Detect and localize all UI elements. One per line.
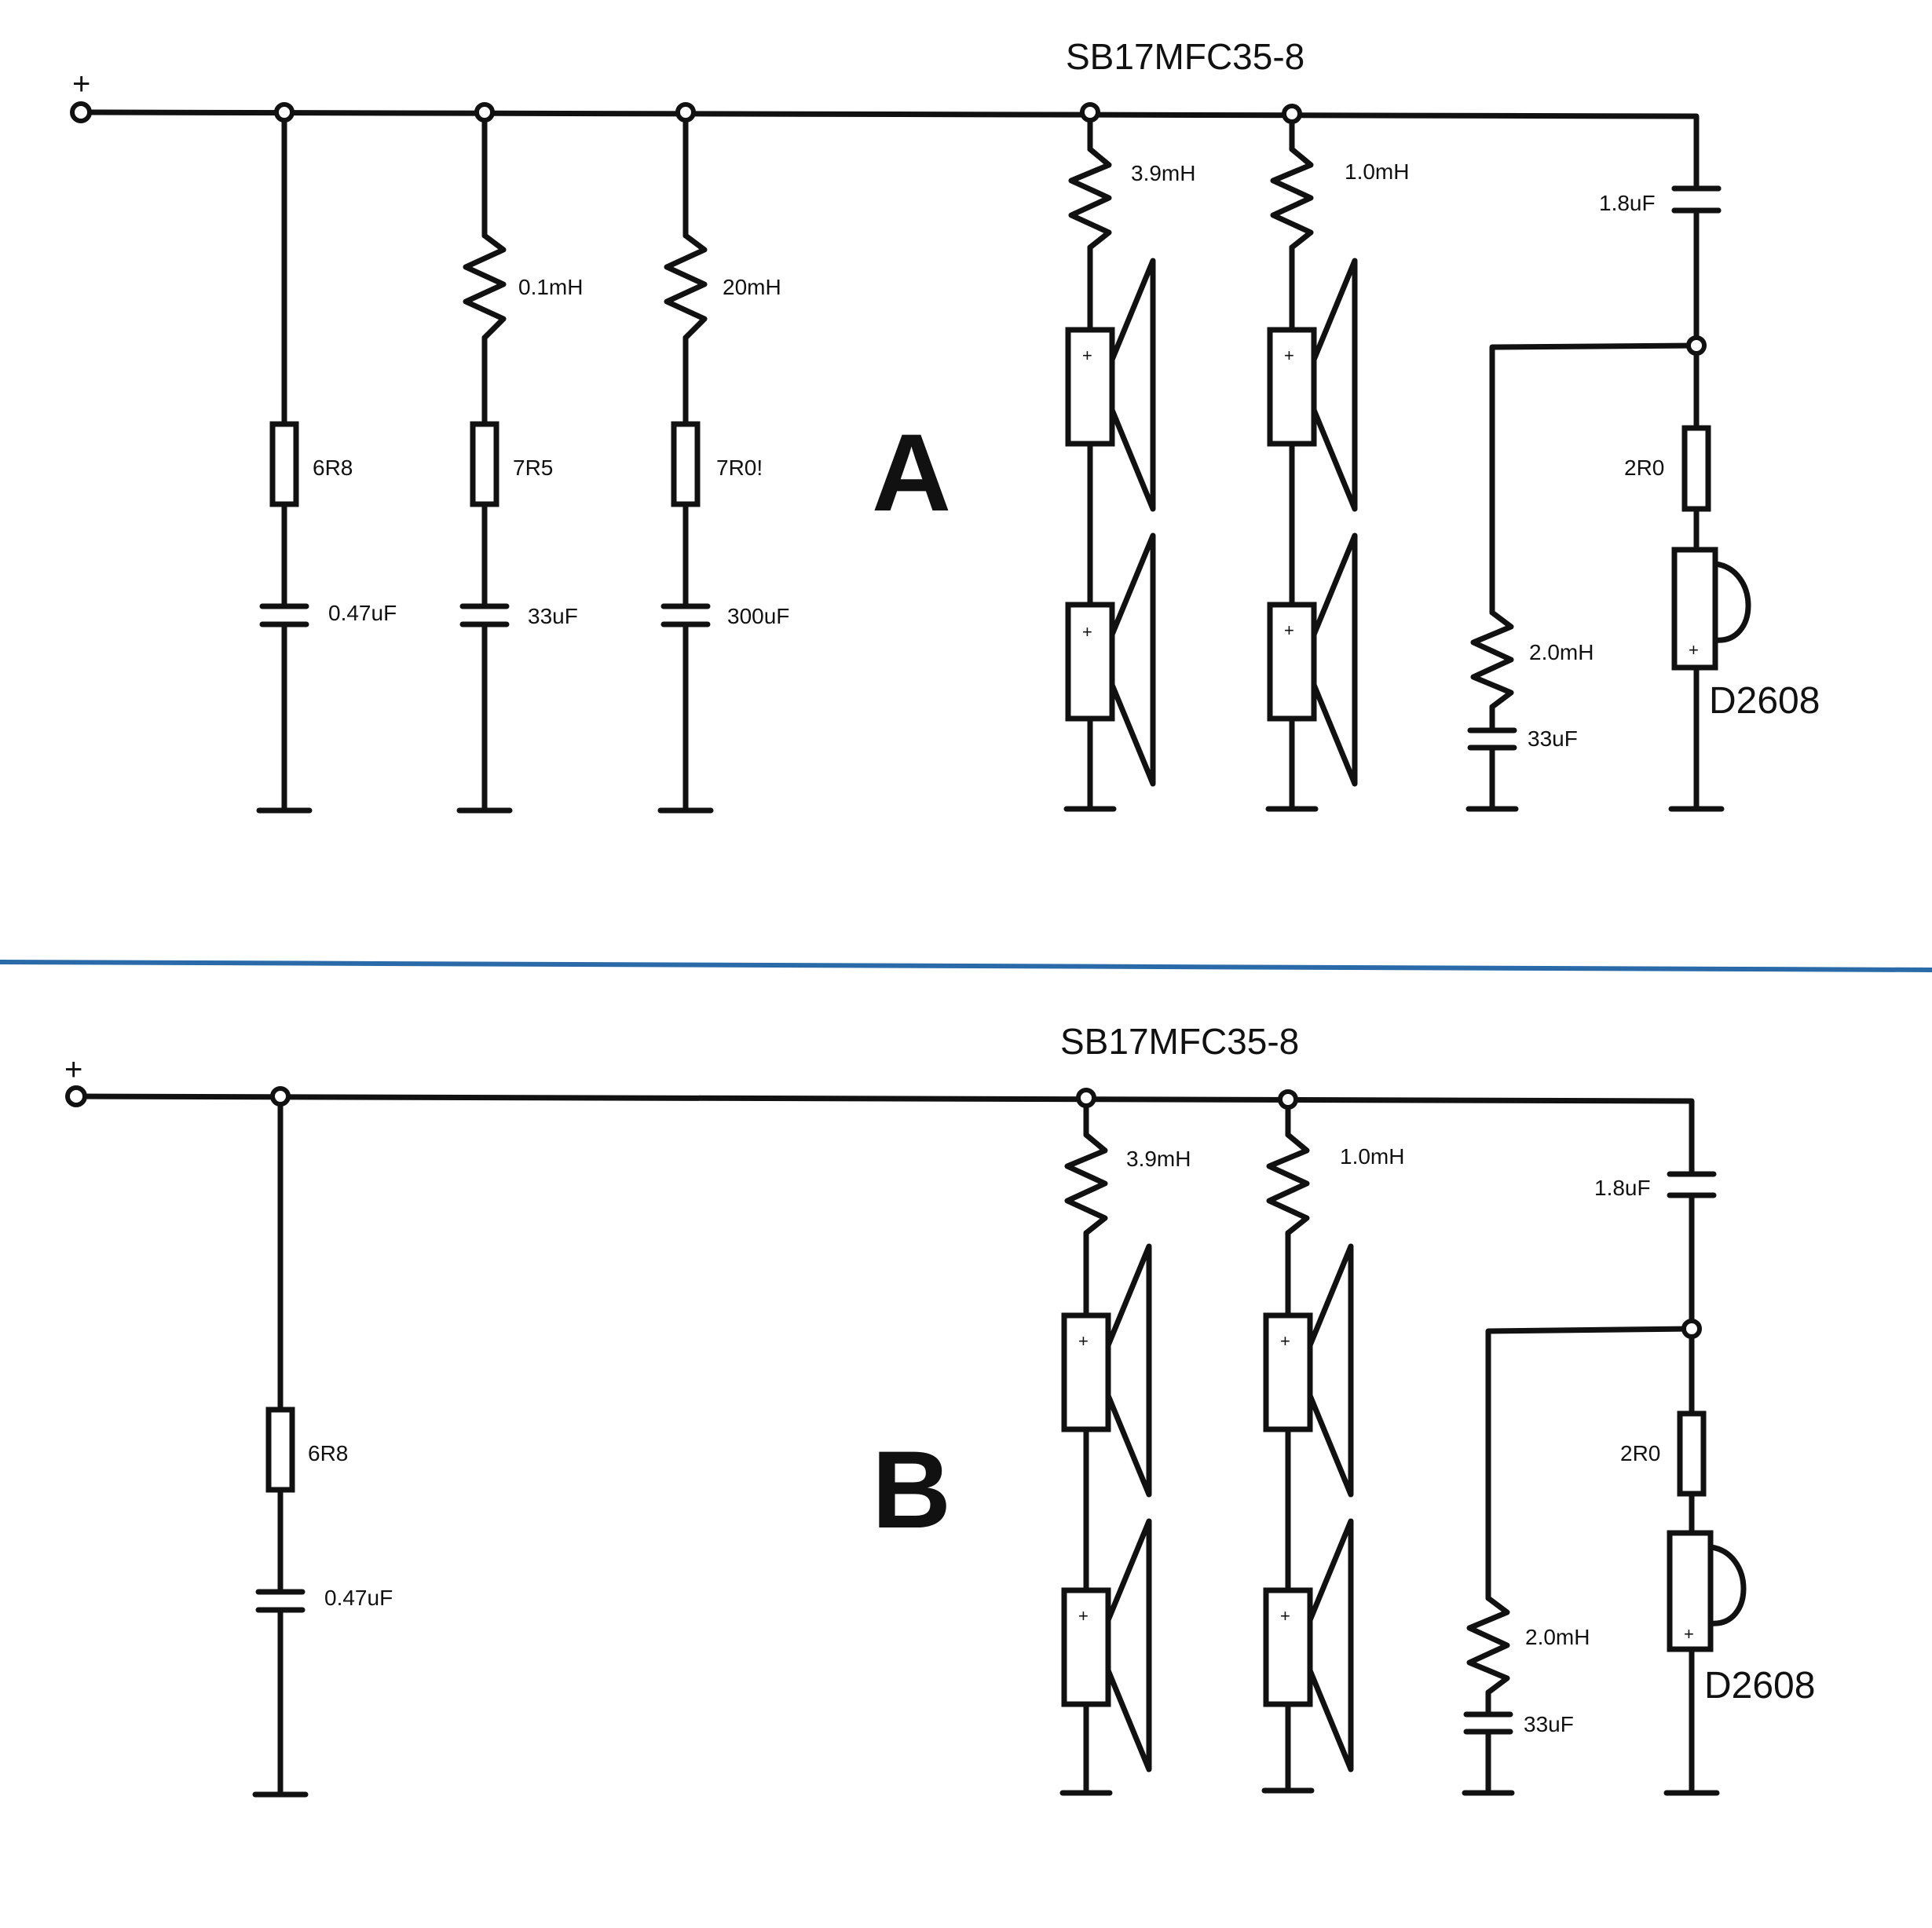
series-resistor-label: 2R0: [1624, 455, 1664, 480]
input-terminal: [65, 1085, 87, 1107]
speaker-icon: +: [1263, 1518, 1354, 1773]
panel-letter: A: [872, 411, 951, 534]
trap-3-capacitor-label: 300uF: [727, 604, 789, 628]
trap-1: 6R8 0.47uF: [252, 1086, 393, 1798]
woofer-1-inductor: [1064, 1132, 1108, 1236]
woofer-1-inductor-label: 3.9mH: [1131, 161, 1195, 185]
trap-3-capacitor: [660, 603, 711, 627]
trap-2-capacitor: [459, 603, 510, 627]
trap-1-capacitor: [255, 1589, 306, 1613]
woofer-branch-2: + + 1.0mH: [1265, 104, 1409, 812]
woofer-2-inductor: [1270, 146, 1314, 251]
tweeter-series-capacitor: [1671, 185, 1722, 214]
speaker-icon: +: [1061, 1243, 1152, 1498]
series-resistor-label: 2R0: [1620, 1441, 1660, 1465]
speaker-icon: +: [1065, 532, 1156, 787]
trap-3-inductor-label: 20mH: [723, 275, 781, 299]
tweeter-label: D2608: [1704, 1665, 1815, 1707]
woofer-2-inductor-label: 1.0mH: [1340, 1144, 1404, 1169]
input-terminal: [70, 101, 92, 123]
shunt-cap-label: 33uF: [1528, 726, 1578, 751]
svg-text:+: +: [1078, 1331, 1089, 1351]
svg-text:+: +: [1078, 1606, 1089, 1626]
woofer-1-inductor-label: 3.9mH: [1126, 1147, 1191, 1171]
trap-1: 6R8 0.47uF: [256, 102, 397, 814]
shunt-inductor: [1466, 1595, 1510, 1696]
input-plus-sign: +: [64, 1052, 82, 1087]
shunt-capacitor: [1463, 1711, 1513, 1735]
svg-text:+: +: [1082, 346, 1092, 365]
tweeter-label: D2608: [1709, 680, 1820, 722]
tweeter-series-resistor: [1677, 1410, 1707, 1497]
speaker-icon: +: [1061, 1518, 1152, 1773]
tweeter-section: + 1.8uF 2R0 2.0mH 33uF D2608: [1462, 1171, 1815, 1796]
trap-1-capacitor-label: 0.47uF: [324, 1586, 393, 1610]
svg-text:+: +: [1684, 1624, 1694, 1644]
trap-1-resistor-label: 6R8: [313, 455, 353, 480]
tweeter-section: + 1.8uF 2R0 2.0mH 33uF D2608: [1465, 185, 1820, 812]
svg-text:+: +: [1082, 622, 1092, 642]
trap-2-inductor: [463, 232, 507, 341]
input-plus-sign: +: [72, 67, 90, 101]
svg-text:+: +: [1689, 640, 1699, 660]
top-rail: [73, 1093, 1695, 1177]
driver-label: SB17MFC35-8: [1060, 1021, 1299, 1062]
panel-a: A SB17MFC35-8 + 6R8 0.47uF 0.1mH 7R5 33u…: [70, 36, 1820, 814]
speaker-icon: +: [1263, 1243, 1354, 1498]
trap-3: 20mH 7R0! 300uF: [657, 102, 789, 814]
tweeter-icon: +: [1667, 1530, 1747, 1652]
svg-text:+: +: [1280, 1606, 1290, 1626]
shunt-capacitor: [1467, 727, 1517, 751]
woofer-branch-1: + + 3.9mH: [1063, 102, 1195, 812]
speaker-icon: +: [1267, 532, 1358, 787]
shunt-inductor-label: 2.0mH: [1525, 1625, 1590, 1649]
woofer-branch-2: + + 1.0mH: [1261, 1089, 1404, 1794]
trap-2-inductor-label: 0.1mH: [518, 275, 583, 299]
trap-2-resistor-label: 7R5: [513, 455, 553, 480]
trap-3-inductor: [664, 232, 708, 341]
speaker-icon: +: [1065, 258, 1156, 512]
trap-2-capacitor-label: 33uF: [528, 604, 578, 628]
trap-1-capacitor-label: 0.47uF: [328, 601, 397, 625]
svg-text:+: +: [1284, 620, 1294, 640]
trap-1-resistor-label: 6R8: [308, 1441, 348, 1465]
shunt-inductor: [1470, 609, 1514, 710]
series-cap-label: 1.8uF: [1599, 191, 1656, 215]
panel-letter: B: [872, 1428, 951, 1551]
speaker-icon: +: [1267, 258, 1358, 512]
svg-text:+: +: [1280, 1331, 1290, 1351]
tweeter-series-resistor: [1681, 425, 1711, 512]
woofer-2-inductor-label: 1.0mH: [1345, 159, 1409, 184]
trap-1-capacitor: [259, 603, 309, 627]
svg-text:+: +: [1284, 346, 1294, 365]
shunt-cap-label: 33uF: [1524, 1712, 1574, 1736]
trap-2: 0.1mH 7R5 33uF: [456, 102, 583, 814]
shunt-inductor-label: 2.0mH: [1529, 640, 1594, 664]
woofer-2-inductor: [1266, 1132, 1310, 1236]
top-rail: [78, 109, 1700, 192]
woofer-1-inductor: [1068, 146, 1112, 251]
trap-1-resistor: [269, 421, 299, 507]
tweeter-icon: +: [1671, 547, 1751, 671]
panel-b: B SB17MFC35-8 + 6R8 0.47uF +: [64, 1021, 1815, 1798]
tweeter-series-capacitor: [1667, 1171, 1717, 1198]
trap-2-resistor: [470, 421, 499, 507]
driver-label: SB17MFC35-8: [1066, 36, 1304, 77]
trap-1-resistor: [265, 1407, 295, 1493]
trap-3-resistor-label: 7R0!: [716, 455, 763, 480]
woofer-branch-1: + + 3.9mH: [1059, 1088, 1191, 1796]
panel-divider: [0, 960, 1932, 972]
trap-3-resistor: [671, 421, 701, 507]
series-cap-label: 1.8uF: [1594, 1176, 1651, 1200]
